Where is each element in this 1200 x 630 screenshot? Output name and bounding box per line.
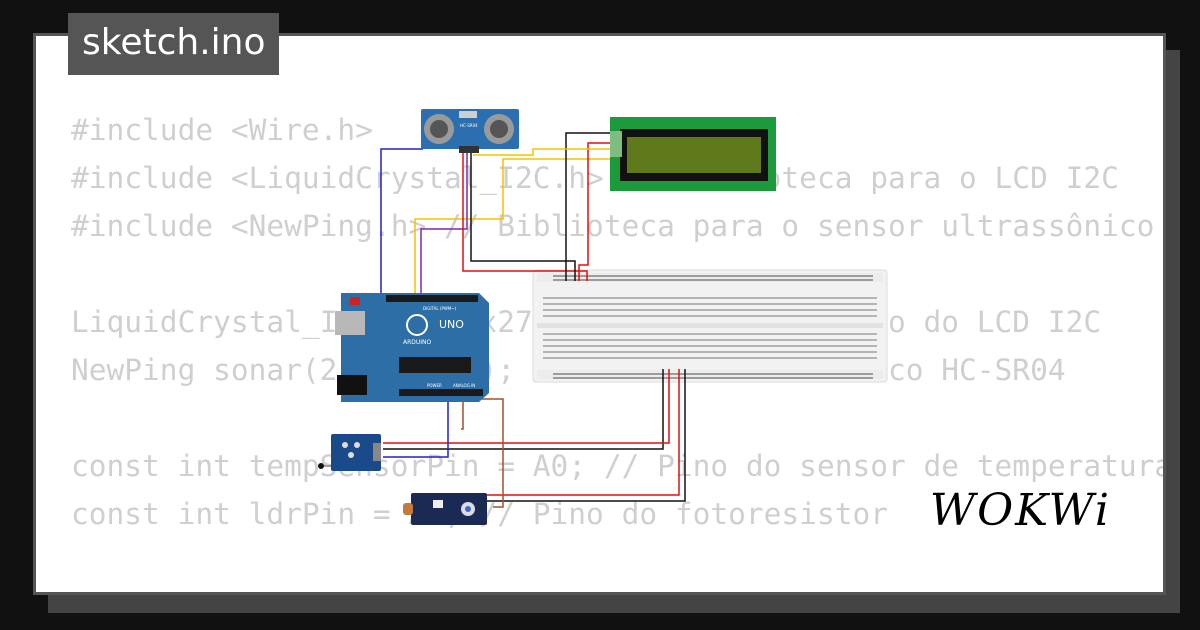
project-preview-card[interactable]: #include <Wire.h> #include <LiquidCrystal… <box>33 33 1166 595</box>
board-model: UNO <box>439 318 464 331</box>
atmega-chip <box>399 357 471 373</box>
power-label: POWER <box>427 383 442 388</box>
digital-header <box>386 295 478 302</box>
circuit-diagram[interactable]: UNO ARDUINO DIGITAL (PWM~) POWER ANALOG … <box>36 36 1163 592</box>
usb-port <box>335 311 365 335</box>
analog-header <box>399 389 483 396</box>
code-line: #include <Wire.h> <box>71 113 373 147</box>
board-brand: ARDUINO <box>403 339 432 346</box>
arduino-logo-icon <box>406 314 428 336</box>
temperature-sensor-module[interactable] <box>318 434 381 471</box>
code-line: #include <NewPing.h> // Biblioteca para … <box>71 209 1155 243</box>
ultrasonic-sensor[interactable]: HC-SR04 <box>421 109 519 153</box>
reset-button[interactable] <box>350 297 360 305</box>
arduino-uno-board[interactable]: UNO ARDUINO DIGITAL (PWM~) POWER ANALOG … <box>335 293 489 402</box>
code-background: #include <Wire.h> #include <LiquidCrystal… <box>71 106 1163 592</box>
analog-label: ANALOG IN <box>453 383 475 388</box>
code-line: #include <LiquidCrystal_I2C.h> // Biblio… <box>71 161 1119 195</box>
breadboard[interactable] <box>532 269 888 383</box>
digital-label: DIGITAL (PWM~) <box>423 306 457 311</box>
file-name-label[interactable]: sketch.ino <box>68 13 280 75</box>
lcd-display[interactable] <box>610 117 776 191</box>
photoresistor-module[interactable] <box>403 493 487 525</box>
wokwi-logo: WOKWi <box>929 485 1111 536</box>
power-jack <box>337 375 367 395</box>
sensor-label: HC-SR04 <box>460 123 478 128</box>
